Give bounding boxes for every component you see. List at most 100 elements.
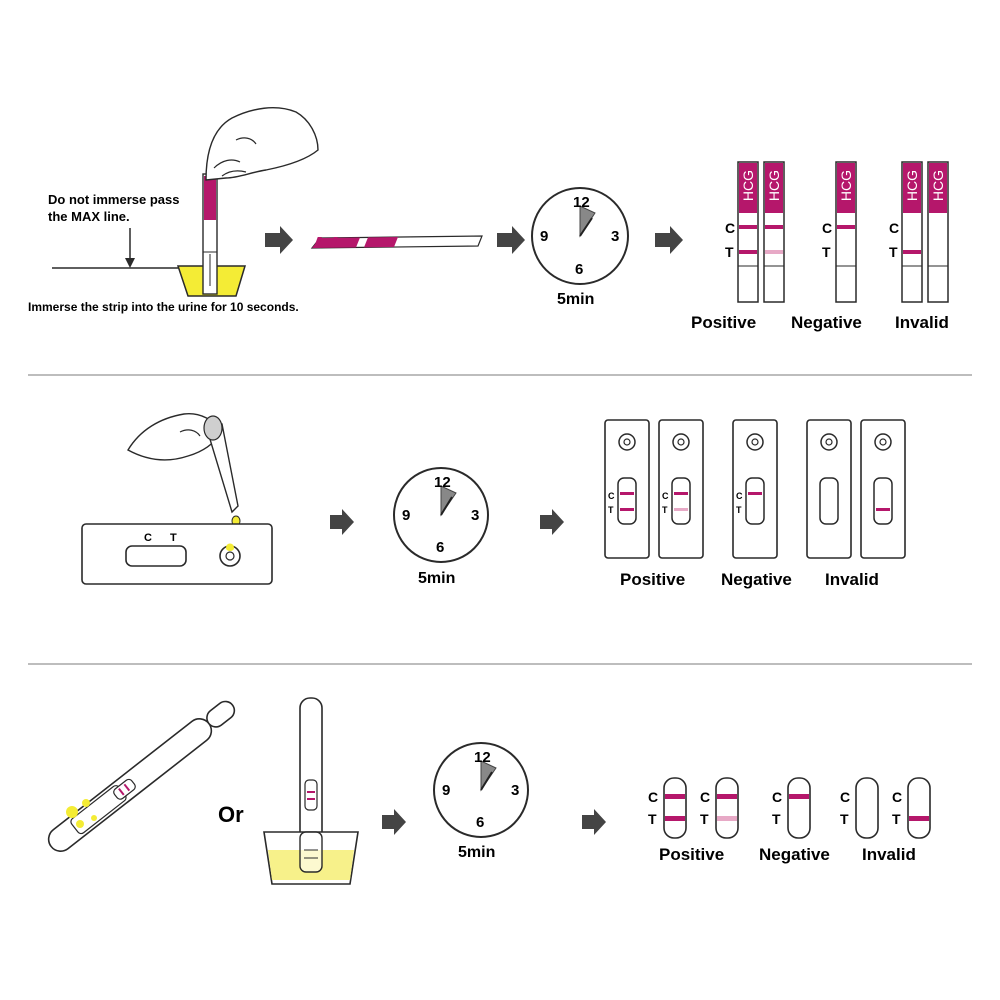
next-arrow-icon [655, 226, 683, 254]
strip-result-invalid-1: HCG [901, 161, 923, 303]
result-label-positive: Positive [691, 313, 756, 332]
result-label-negative: Negative [791, 313, 862, 332]
c-label: C [648, 789, 658, 805]
midstream-pen-vertical [299, 697, 323, 849]
control-line [739, 225, 757, 229]
pointer-arrowhead-icon [125, 258, 135, 268]
urine-drop-icon [66, 806, 78, 818]
next-arrow-icon [497, 226, 525, 254]
next-arrow-icon [265, 226, 293, 254]
control-line [765, 225, 783, 229]
result-label-negative: Negative [759, 845, 830, 864]
cassette-c-label: C [144, 532, 152, 544]
t-label: T [822, 244, 831, 260]
control-line [837, 225, 855, 229]
section-strip: Do not immerse pass the MAX line. Immers… [28, 107, 949, 332]
test-line [739, 250, 757, 254]
test-line [909, 816, 929, 821]
hcg-brand-label: HCG [740, 170, 756, 201]
c-label: C [822, 220, 832, 236]
result-label-positive: Positive [620, 570, 685, 589]
faint-test-line [717, 816, 737, 821]
result-label-invalid: Invalid [862, 845, 916, 864]
next-arrow-icon [330, 509, 354, 535]
control-line [674, 492, 688, 495]
strip-result-positive-1: HCG [737, 161, 759, 303]
faint-test-line [674, 508, 688, 511]
clock-label-12: 12 [573, 194, 590, 211]
clock-label-9: 9 [442, 782, 450, 799]
c-label: C [725, 220, 735, 236]
clock-label-6: 6 [575, 261, 583, 278]
cassette-result-invalid-1 [806, 419, 852, 559]
t-label: T [608, 505, 614, 515]
test-line [876, 508, 890, 511]
dip-strip-label [204, 176, 216, 220]
control-line [665, 794, 685, 799]
t-label: T [700, 811, 709, 827]
t-label: T [840, 811, 849, 827]
midstream-result-positive-2 [715, 777, 739, 839]
max-line-note-1: Do not immerse pass [48, 192, 180, 207]
result-label-positive: Positive [659, 845, 724, 864]
cassette-t-label: T [170, 532, 177, 544]
hcg-brand-label: HCG [838, 170, 854, 201]
clock-label-6: 6 [436, 539, 444, 556]
t-label: T [889, 244, 898, 260]
hcg-brand-label: HCG [930, 170, 946, 201]
midstream-pen-diagonal [47, 700, 236, 852]
c-label: C [608, 491, 615, 501]
result-label-negative: Negative [721, 570, 792, 589]
immerse-instruction: Immerse the strip into the urine for 10 … [28, 300, 299, 314]
t-label: T [725, 244, 734, 260]
t-label: T [736, 505, 742, 515]
c-label: C [840, 789, 850, 805]
test-line [620, 508, 634, 511]
clock-label-3: 3 [471, 507, 479, 524]
midstream-result-positive-1 [663, 777, 687, 839]
hand-icon [205, 107, 319, 181]
c-label: C [892, 789, 902, 805]
hcg-brand-label: HCG [904, 170, 920, 201]
clock-label-3: 3 [611, 228, 619, 245]
cassette-result-positive-2 [658, 419, 704, 559]
c-label: C [662, 491, 669, 501]
c-label: C [889, 220, 899, 236]
strip-result-negative: HCG [835, 161, 857, 303]
c-label: C [736, 491, 743, 501]
midstream-result-invalid-2 [907, 777, 931, 839]
cassette-result-negative [732, 419, 778, 559]
clock-label-6: 6 [476, 814, 484, 831]
t-label: T [892, 811, 901, 827]
next-arrow-icon [540, 509, 564, 535]
c-label: C [772, 789, 782, 805]
clock-label-9: 9 [402, 507, 410, 524]
test-line [665, 816, 685, 821]
strip-result-invalid-2: HCG [927, 161, 949, 303]
clock-label-9: 9 [540, 228, 548, 245]
faint-test-line [765, 250, 783, 254]
clock-label-12: 12 [474, 749, 491, 766]
t-label: T [772, 811, 781, 827]
timer-duration-label: 5min [557, 291, 594, 308]
timer-duration-label: 5min [458, 844, 495, 861]
next-arrow-icon [582, 809, 606, 835]
section-midstream: Or 12 3 6 9 5min C T [47, 697, 931, 885]
result-label-invalid: Invalid [895, 313, 949, 332]
t-label: T [662, 505, 668, 515]
control-line [748, 492, 762, 495]
control-line [789, 794, 809, 799]
cassette-result-positive-1 [604, 419, 650, 559]
max-line-note-2: the MAX line. [48, 209, 130, 224]
result-label-invalid: Invalid [825, 570, 879, 589]
result-window [125, 545, 187, 567]
or-label: Or [218, 802, 244, 827]
t-label: T [648, 811, 657, 827]
midstream-result-invalid-1 [855, 777, 879, 839]
clock-label-3: 3 [511, 782, 519, 799]
clock-label-12: 12 [434, 474, 451, 491]
next-arrow-icon [382, 809, 406, 835]
cassette-result-invalid-2 [860, 419, 906, 559]
control-line [620, 492, 634, 495]
hcg-brand-label: HCG [766, 170, 782, 201]
